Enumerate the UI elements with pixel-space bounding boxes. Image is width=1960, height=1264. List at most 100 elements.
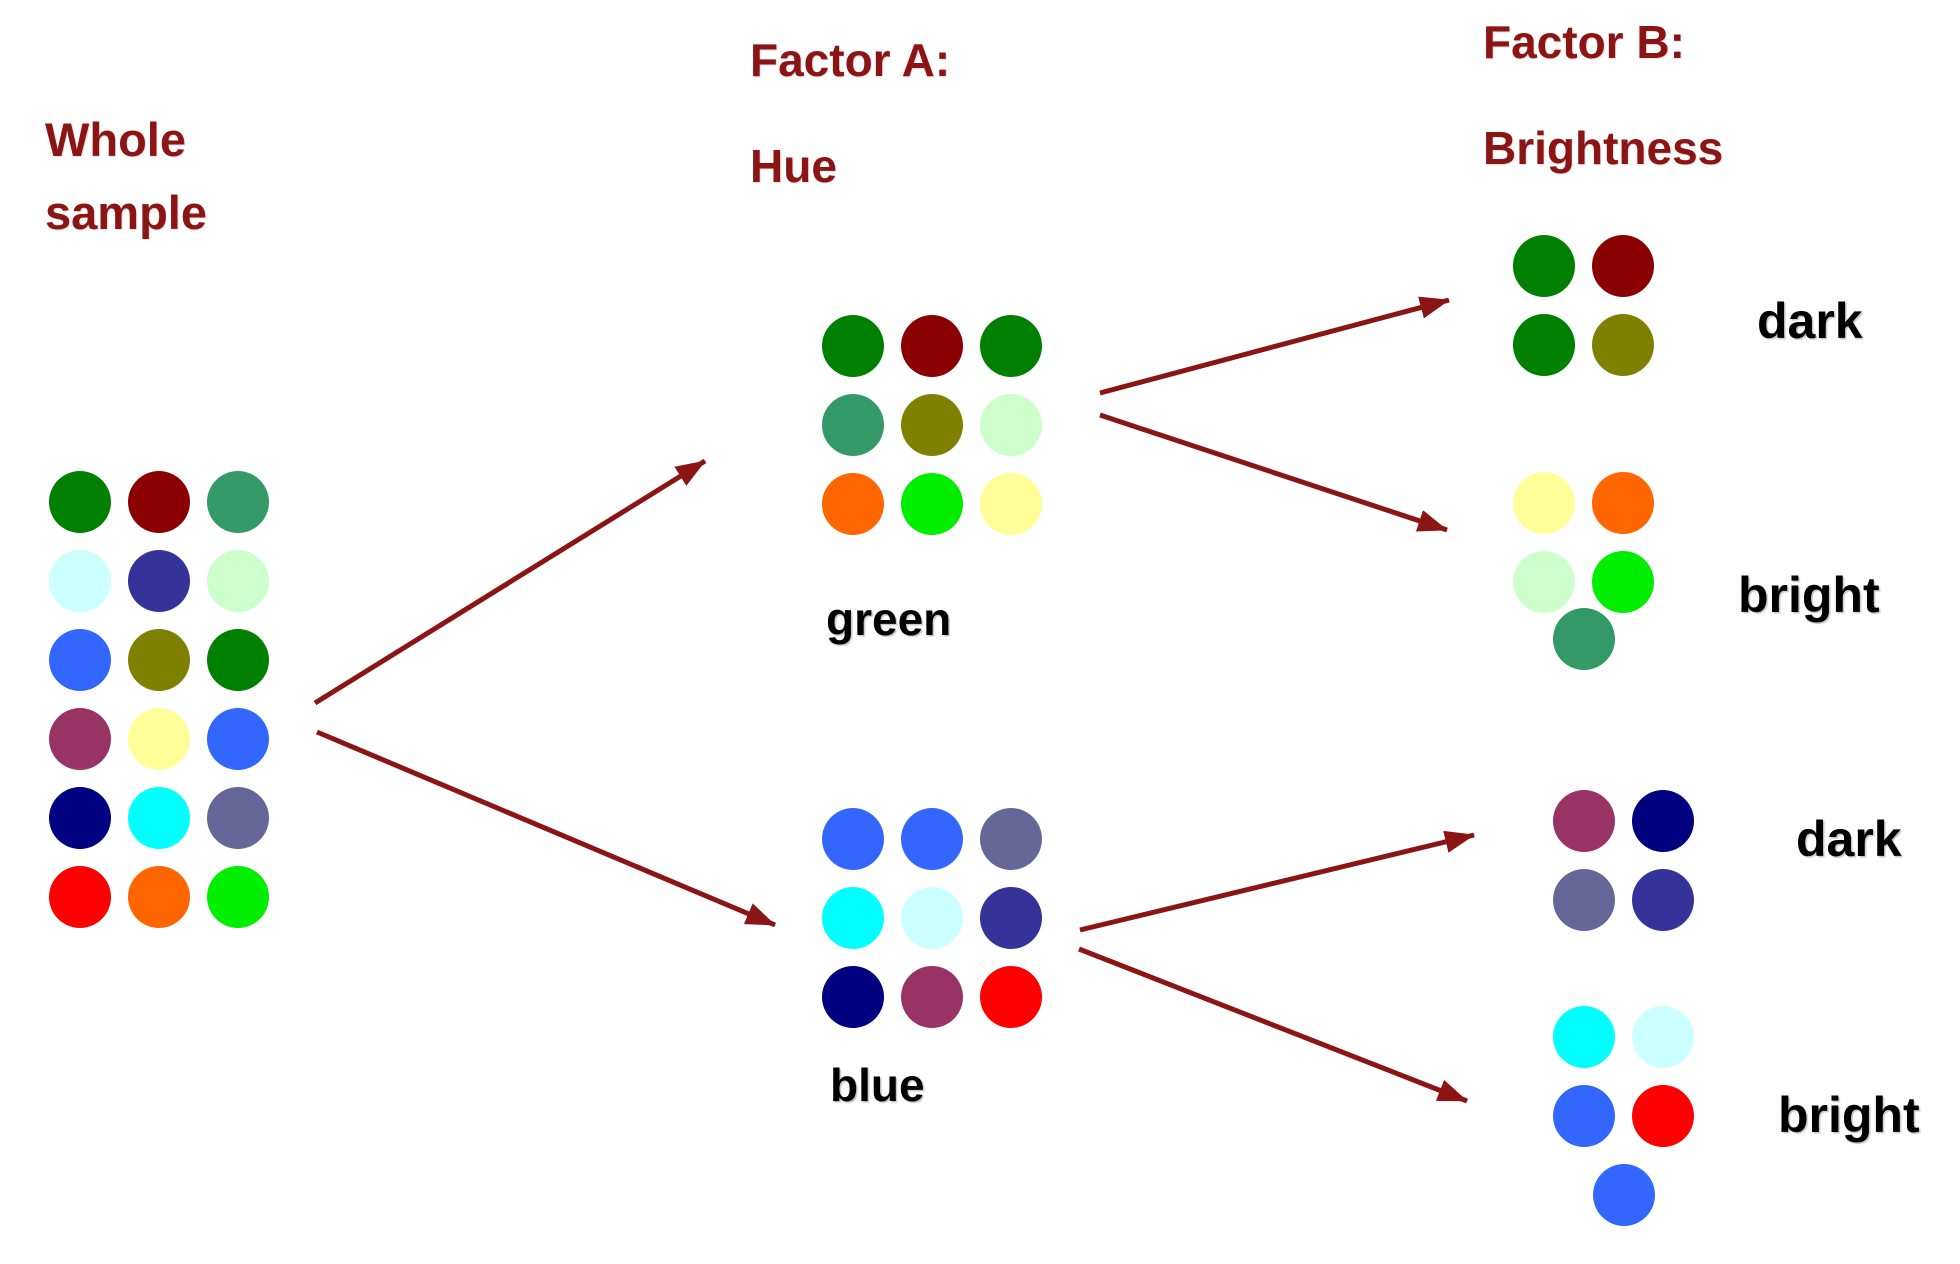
sample-dot [980, 966, 1042, 1028]
sample-dot [1592, 1164, 1655, 1226]
whole-sample-title: Whole sample [45, 113, 207, 239]
sample-dot [49, 708, 111, 770]
blue-bright-grid [1553, 1006, 1694, 1226]
sample-dot [128, 471, 190, 533]
dot-row [1553, 1085, 1694, 1147]
factor-b-name: Brightness [1483, 122, 1724, 174]
sample-dot [1553, 790, 1615, 852]
sample-dot [822, 315, 884, 377]
sample-dot [980, 808, 1042, 870]
sample-dot [1592, 472, 1654, 534]
dot-row [49, 708, 269, 770]
sample-dot [49, 866, 111, 928]
green-bright-grid [1513, 472, 1654, 670]
sample-dot [822, 887, 884, 949]
sample-dot [901, 808, 963, 870]
sample-dot [1553, 869, 1615, 931]
whole-sample-grid [49, 471, 269, 928]
sample-dot [49, 629, 111, 691]
factor-a-title: Factor A: [750, 34, 951, 86]
sample-dot [980, 473, 1042, 535]
sample-dot [1632, 869, 1694, 931]
sample-dot [1632, 1006, 1694, 1068]
sample-dot [207, 787, 269, 849]
dot-row [49, 787, 269, 849]
sample-dot [822, 808, 884, 870]
arrow-blue-to-bright [1078, 946, 1468, 1104]
arrow-sample-to-blue [316, 729, 776, 928]
sample-dot [1553, 1085, 1615, 1147]
arrow-green-to-bright [1099, 412, 1448, 533]
sample-dot [901, 394, 963, 456]
sample-dot [1513, 472, 1575, 534]
sample-dot [1592, 551, 1654, 613]
sample-dot [128, 866, 190, 928]
sample-dot [207, 708, 269, 770]
sample-dot [901, 887, 963, 949]
arrow-blue-to-dark [1079, 830, 1475, 933]
sample-dot [1592, 235, 1654, 297]
dot-row [822, 966, 1042, 1028]
sample-dot [980, 887, 1042, 949]
dot-row [822, 315, 1042, 377]
dot-row [822, 887, 1042, 949]
green-dark-label: dark [1757, 293, 1863, 349]
sample-dot [128, 550, 190, 612]
green-bright-label: bright [1738, 567, 1880, 623]
blue-dark-label: dark [1796, 811, 1902, 867]
dot-row [1553, 790, 1694, 852]
sample-dot [207, 471, 269, 533]
dot-row [1513, 472, 1654, 534]
dot-row [1553, 869, 1694, 931]
blue-dark-grid [1553, 790, 1694, 931]
dot-row [822, 473, 1042, 535]
sample-dot [822, 473, 884, 535]
sample-dot [1632, 790, 1694, 852]
dot-row [49, 550, 269, 612]
dot-row [822, 394, 1042, 456]
sample-dot [1513, 314, 1575, 376]
hue-blue-grid [822, 808, 1042, 1028]
arrow-green-to-dark [1099, 296, 1450, 396]
dot-row [822, 808, 1042, 870]
dot-row [1553, 1006, 1694, 1068]
sample-dot [1553, 1006, 1615, 1068]
sample-dot [1513, 235, 1575, 297]
blue-bright-label: bright [1778, 1087, 1920, 1143]
sample-dot [128, 629, 190, 691]
sample-dot [822, 966, 884, 1028]
sample-dot [49, 550, 111, 612]
sample-dot [901, 315, 963, 377]
sample-dot [207, 550, 269, 612]
dot-row [1553, 1164, 1694, 1226]
sample-dot [1513, 551, 1575, 613]
green-dark-grid [1513, 235, 1654, 376]
sample-dot [980, 315, 1042, 377]
sample-dot [1632, 1085, 1694, 1147]
hue-green-label: green [826, 593, 952, 645]
sample-dot [822, 394, 884, 456]
dot-row [1513, 551, 1654, 613]
sample-dot [207, 629, 269, 691]
sample-dot [207, 866, 269, 928]
sample-dot [1552, 608, 1615, 670]
hue-green-grid [822, 315, 1042, 535]
sample-dot [49, 471, 111, 533]
hue-blue-label: blue [830, 1059, 925, 1111]
sample-dot [1592, 314, 1654, 376]
sample-dot [980, 394, 1042, 456]
sample-dot [901, 473, 963, 535]
sample-dot [901, 966, 963, 1028]
dot-row [49, 629, 269, 691]
sample-dot [49, 787, 111, 849]
dot-row [1513, 235, 1654, 297]
factor-b-title: Factor B: [1483, 16, 1685, 68]
dot-row [1513, 608, 1654, 670]
arrow-sample-to-green [313, 458, 707, 706]
factor-a-name: Hue [750, 140, 837, 192]
dot-row [49, 471, 269, 533]
dot-row [49, 866, 269, 928]
sample-dot [128, 787, 190, 849]
sample-dot [128, 708, 190, 770]
